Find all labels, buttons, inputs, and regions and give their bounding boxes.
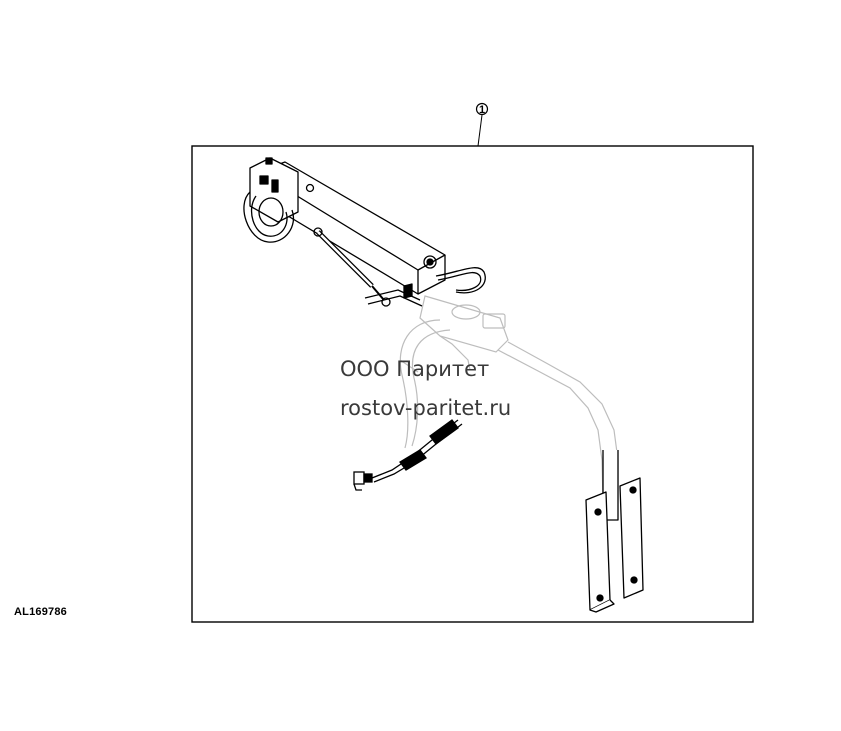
wire-harness xyxy=(353,267,486,491)
callout-number: 1 xyxy=(479,104,485,116)
callout-1: 1 xyxy=(475,102,489,147)
background-assembly xyxy=(399,295,619,501)
watermark-website: rostov-paritet.ru xyxy=(340,396,512,420)
callout-circle xyxy=(475,102,489,116)
support-arm xyxy=(243,157,446,307)
mounting-bracket xyxy=(585,450,644,613)
figure-id-label: AL169786 xyxy=(14,606,67,618)
kit-frame xyxy=(191,145,754,623)
callout-leader xyxy=(477,114,483,147)
watermark-company: ООО Паритет xyxy=(340,357,490,381)
